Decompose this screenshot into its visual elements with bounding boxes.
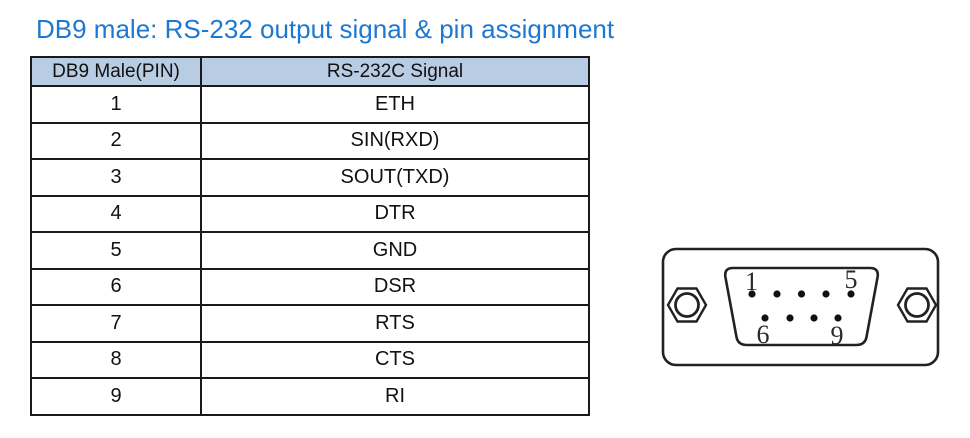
pin-dot-1 xyxy=(748,290,756,298)
dsub-outline xyxy=(723,266,880,347)
table-row: 8 CTS xyxy=(30,340,590,379)
table-row: 9 RI xyxy=(30,377,590,416)
pin-label-9: 9 xyxy=(831,321,844,350)
hex-nut-outline xyxy=(666,287,708,323)
table-row: 4 DTR xyxy=(30,194,590,233)
signal-name-cell: DSR xyxy=(200,267,590,306)
pin-dot-9 xyxy=(834,314,842,322)
right-screw-nut xyxy=(896,287,938,323)
signal-name-cell: ETH xyxy=(200,85,590,124)
connector-shell xyxy=(661,247,940,367)
pin-number-cell: 7 xyxy=(30,304,202,343)
pin-label-5: 5 xyxy=(845,265,858,294)
pin-dot-3 xyxy=(797,290,806,298)
signal-name-cell: RTS xyxy=(200,304,590,343)
pin-number-cell: 2 xyxy=(30,121,202,160)
pin-dots-top-row xyxy=(748,290,855,298)
pin-dot-7 xyxy=(786,314,794,322)
pin-number-cell: 4 xyxy=(30,194,202,233)
pin-dot-6 xyxy=(761,314,769,322)
column-header-signal: RS-232C Signal xyxy=(200,56,590,87)
pin-dot-5 xyxy=(847,290,855,298)
screw-hole xyxy=(674,292,700,318)
signal-name-cell: GND xyxy=(200,231,590,270)
table-row: 1 ETH xyxy=(30,85,590,124)
signal-name-cell: RI xyxy=(200,377,590,416)
pin-dots-bottom-row xyxy=(761,314,842,322)
pin-dot-4 xyxy=(822,290,830,298)
pin-assignment-table: DB9 Male(PIN) RS-232C Signal 1 ETH 2 SIN… xyxy=(30,56,590,416)
db9-connector-diagram: 1 5 6 9 xyxy=(659,246,941,368)
screw-hole xyxy=(904,292,930,318)
pin-number-cell: 5 xyxy=(30,231,202,270)
page-title: DB9 male: RS-232 output signal & pin ass… xyxy=(36,14,615,44)
pin-number-cell: 1 xyxy=(30,85,202,124)
table-row: 6 DSR xyxy=(30,267,590,306)
table-row: 2 SIN(RXD) xyxy=(30,121,590,160)
signal-name-cell: DTR xyxy=(200,194,590,233)
hex-nut-outline xyxy=(896,287,938,323)
pin-number-cell: 8 xyxy=(30,340,202,379)
pin-dot-8 xyxy=(810,314,818,322)
pin-label-6: 6 xyxy=(757,320,770,349)
pin-label-1: 1 xyxy=(745,267,758,296)
table-row: 5 GND xyxy=(30,231,590,270)
signal-name-cell: SIN(RXD) xyxy=(200,121,590,160)
left-screw-nut xyxy=(666,287,708,323)
pin-dot-2 xyxy=(773,290,781,298)
pin-number-cell: 9 xyxy=(30,377,202,416)
signal-name-cell: SOUT(TXD) xyxy=(200,158,590,197)
table-row: 7 RTS xyxy=(30,304,590,343)
table-row: 3 SOUT(TXD) xyxy=(30,158,590,197)
signal-name-cell: CTS xyxy=(200,340,590,379)
column-header-pin: DB9 Male(PIN) xyxy=(30,56,202,87)
pin-number-cell: 6 xyxy=(30,267,202,306)
table-header-row: DB9 Male(PIN) RS-232C Signal xyxy=(30,56,590,87)
pin-number-cell: 3 xyxy=(30,158,202,197)
